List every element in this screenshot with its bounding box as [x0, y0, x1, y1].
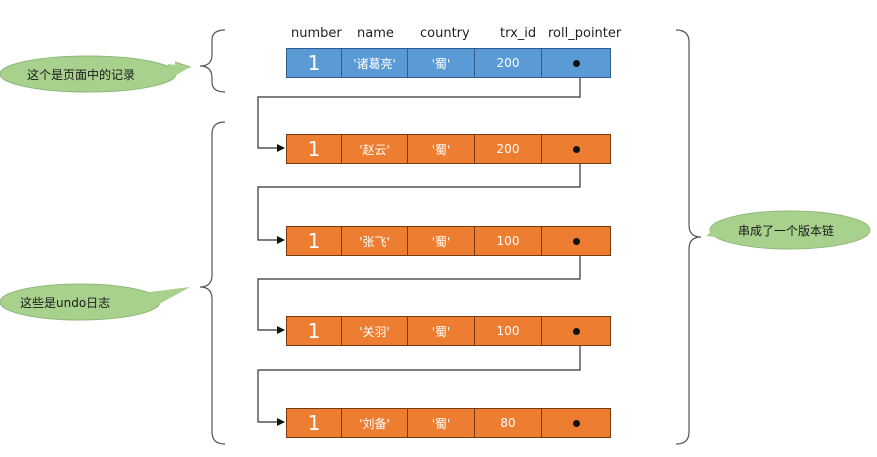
callout-page-record-label: 这个是页面中的记录 [27, 68, 136, 82]
header-trx-id: trx_id [500, 26, 537, 41]
cell-country: '蜀' [407, 316, 475, 346]
header-roll-pointer: roll_pointer [548, 26, 622, 41]
callout-bubble-version-chain [706, 210, 871, 250]
cell-number: 1 [286, 316, 342, 346]
cell-roll-pointer [541, 408, 611, 438]
cell-name: '诸葛亮' [341, 48, 408, 78]
cell-roll-pointer [541, 134, 611, 164]
cell-country: '蜀' [407, 48, 475, 78]
cell-number: 1 [286, 134, 342, 164]
cell-trx-id: 100 [474, 316, 542, 346]
brace-undo-logs [199, 121, 226, 445]
cell-number: 1 [286, 48, 342, 78]
pointer-dot-icon [572, 237, 580, 245]
header-number: number [291, 26, 342, 41]
cell-trx-id: 80 [474, 408, 542, 438]
callout-bubble-undo-logs [0, 283, 190, 321]
callout-undo-logs-label: 这些是undo日志 [20, 296, 111, 310]
roll-pointer-link-4 [257, 331, 581, 426]
cell-country: '蜀' [407, 226, 475, 256]
page-record-row: 1 '诸葛亮' '蜀' 200 [286, 48, 614, 78]
cell-name: '赵云' [341, 134, 408, 164]
roll-pointer-link-2 [257, 149, 581, 244]
cell-country: '蜀' [407, 134, 475, 164]
cell-country: '蜀' [407, 408, 475, 438]
cell-trx-id: 200 [474, 48, 542, 78]
cell-name: '关羽' [341, 316, 408, 346]
brace-version-chain [675, 29, 702, 445]
roll-pointer-link-3 [257, 241, 581, 334]
cell-name: '刘备' [341, 408, 408, 438]
pointer-dot-icon [572, 59, 580, 67]
pointer-dot-icon [572, 145, 580, 153]
callout-version-chain-label: 串成了一个版本链 [738, 224, 835, 238]
brace-page-record [199, 29, 226, 93]
undo-log-row-3: 1 '关羽' '蜀' 100 [286, 316, 614, 346]
cell-name: '张飞' [341, 226, 408, 256]
pointer-dot-icon [572, 327, 580, 335]
callout-bubble-page-record [0, 55, 192, 93]
cell-trx-id: 200 [474, 134, 542, 164]
cell-roll-pointer [541, 316, 611, 346]
undo-log-row-2: 1 '张飞' '蜀' 100 [286, 226, 614, 256]
undo-log-row-4: 1 '刘备' '蜀' 80 [286, 408, 614, 438]
cell-roll-pointer [541, 226, 611, 256]
roll-pointer-link-1 [257, 63, 581, 152]
cell-number: 1 [286, 226, 342, 256]
pointer-dot-icon [572, 419, 580, 427]
cell-trx-id: 100 [474, 226, 542, 256]
cell-number: 1 [286, 408, 342, 438]
header-name: name [357, 26, 394, 41]
cell-roll-pointer [541, 48, 611, 78]
header-country: country [420, 26, 470, 41]
undo-log-row-1: 1 '赵云' '蜀' 200 [286, 134, 614, 164]
